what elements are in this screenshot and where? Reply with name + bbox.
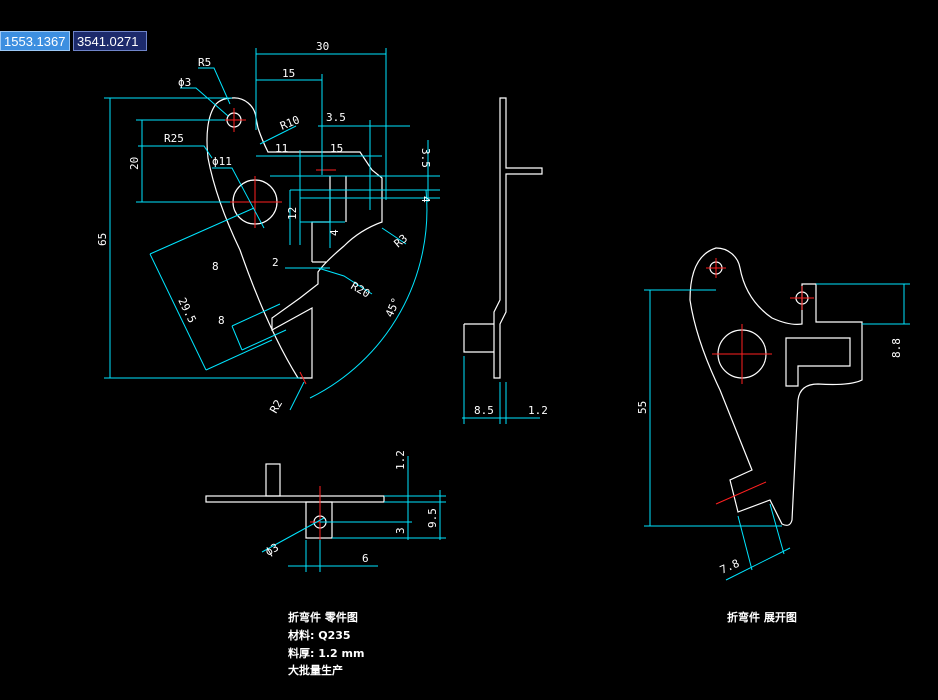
dim-8-lower: 8 [218, 314, 225, 327]
label-45-deg: 45° [383, 296, 403, 319]
unfold-part-outline [689, 247, 863, 526]
side-view [463, 97, 543, 379]
label-phi11: ϕ11 [212, 155, 232, 168]
dim-2: 2 [272, 256, 279, 269]
dim-20: 20 [128, 157, 141, 170]
label-phi3-top: ϕ3 [263, 541, 281, 559]
dim-1-2-side: 1.2 [528, 404, 548, 417]
main-dimensions [104, 48, 440, 411]
dim-1-2-top: 1.2 [394, 450, 407, 470]
production-note: 大批量生产 [288, 664, 343, 677]
label-phi3-main: ϕ3 [178, 76, 191, 89]
dim-8-upper: 8 [212, 260, 219, 273]
top-dimensions [261, 456, 446, 572]
coordinate-y-readout: 3541.0271 [73, 31, 147, 51]
main-part-outline [206, 97, 383, 379]
label-r25: R25 [164, 132, 184, 145]
material-note: 材料: Q235 [288, 629, 351, 642]
label-r20: R20 [349, 279, 373, 300]
part-drawing-title: 折弯件 零件图 [288, 611, 358, 624]
dim-9-5: 9.5 [426, 508, 439, 528]
dim-4-inner: 4 [328, 229, 341, 236]
dim-3-5-top: 3.5 [326, 111, 346, 124]
dim-3: 3 [394, 527, 407, 534]
coordinate-x-readout: 1553.1367 [0, 31, 70, 51]
dim-55: 55 [636, 401, 649, 414]
dim-12: 12 [286, 207, 299, 220]
dim-6: 6 [362, 552, 369, 565]
unfold-drawing-title: 折弯件 展开图 [727, 611, 797, 624]
dim-11: 11 [275, 142, 288, 155]
main-center-lines [222, 108, 336, 385]
label-r3: R3 [392, 232, 411, 250]
side-dimensions [462, 356, 540, 424]
top-view [205, 463, 385, 539]
label-r5: R5 [198, 56, 211, 69]
dim-15-mid: 15 [330, 142, 343, 155]
main-view [206, 97, 383, 379]
dim-4-right: 4 [419, 196, 432, 203]
dim-8-8: 8.8 [890, 338, 903, 358]
thickness-note: 料厚: 1.2 mm [288, 647, 365, 660]
label-r2: R2 [267, 398, 285, 416]
dim-8-5: 8.5 [474, 404, 494, 417]
unfold-dimensions [644, 283, 910, 581]
dim-30: 30 [316, 40, 329, 53]
dim-3-5-right: 3.5 [419, 148, 432, 168]
dim-65: 65 [96, 233, 109, 246]
dim-29-5: 29.5 [175, 296, 198, 326]
dim-15-top: 15 [282, 67, 295, 80]
label-r10: R10 [278, 113, 301, 132]
